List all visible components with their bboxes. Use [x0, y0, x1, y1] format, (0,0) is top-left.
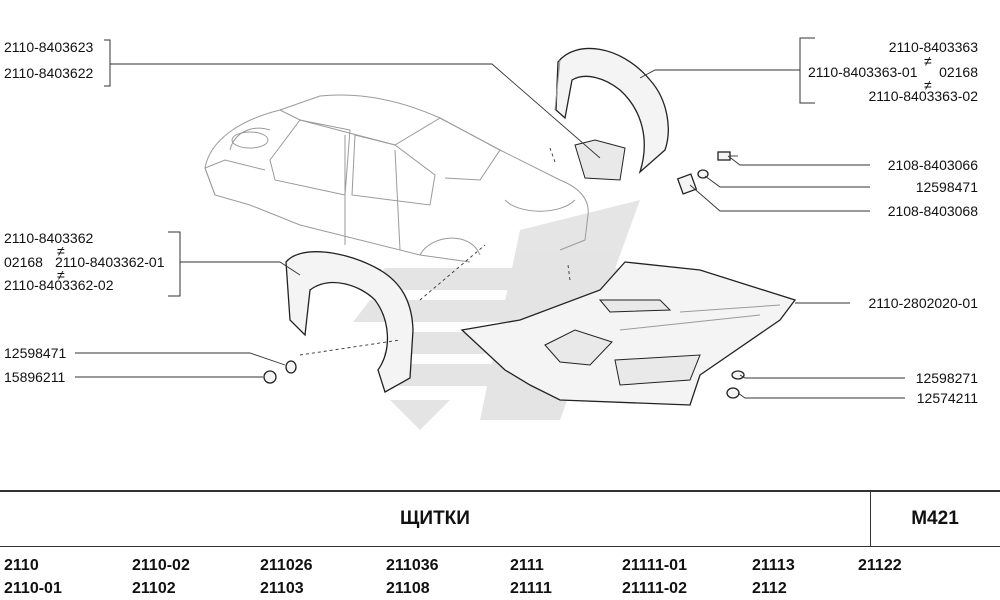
callout-top-left-1: 2110-8403623 [4, 39, 93, 55]
model-code: 2110-02 [132, 557, 190, 574]
mark-top-right-2: ≠ [924, 77, 932, 93]
callout-washer-right: 12598471 [916, 179, 979, 195]
model-code: 21108 [386, 580, 430, 597]
model-list: 2110 2110-01 2110-02 21102 211026 21103 … [0, 552, 1000, 600]
bracket-mid-left [168, 231, 181, 297]
engine-shield [460, 261, 797, 406]
callout-mid-left-2b: 2110-8403362-01 [55, 254, 165, 270]
model-column: 2110-02 21102 [132, 554, 190, 600]
fastener-clip [676, 173, 698, 195]
fastener-bolt [717, 151, 738, 161]
model-code: 21111-02 [622, 580, 687, 597]
model-code: 2110 [4, 557, 39, 574]
washer-left [285, 360, 297, 374]
callout-nut-bottom: 12574211 [917, 390, 978, 406]
footer-title-row: ЩИТКИ M421 [0, 492, 1000, 547]
parts-diagram: 2110-8403623 2110-8403622 2110-8403363 2… [4, 37, 979, 430]
callout-clip-right: 2108-8403068 [888, 203, 979, 219]
model-column: 21111-01 21111-02 [622, 554, 687, 600]
model-code: 2110-01 [4, 580, 62, 597]
front-fender-liner [554, 47, 669, 181]
bracket-top-left [104, 39, 111, 87]
model-column: 211036 21108 [386, 554, 439, 600]
page-code: M421 [911, 508, 959, 529]
page-footer: ЩИТКИ M421 2110 2110-01 2110-02 21102 21… [0, 490, 1000, 598]
callout-top-right-3: 2110-8403363-02 [868, 88, 978, 104]
nut-left [263, 370, 277, 384]
model-column: 211026 21103 [260, 554, 313, 600]
model-code: 211026 [260, 557, 313, 574]
model-code: 2112 [752, 580, 787, 597]
callout-nut-left: 15896211 [4, 369, 65, 385]
mark-top-right-1: ≠ [924, 53, 932, 69]
model-code: 211036 [386, 557, 439, 574]
model-column: 2111 21111 [510, 554, 552, 600]
callout-top-right-1: 2110-8403363 [889, 39, 978, 55]
callout-top-right-2b: 02168 [939, 64, 978, 80]
nut-bottom [726, 387, 740, 399]
callout-shield: 2110-2802020-01 [868, 295, 978, 311]
model-column: 21122 [858, 554, 902, 577]
callout-mid-left-1: 2110-8403362 [4, 230, 93, 246]
callout-washer-bottom: 12598271 [916, 370, 979, 386]
rear-fender-liner [285, 251, 414, 393]
model-code: 21111 [510, 580, 552, 597]
model-code: 21103 [260, 580, 304, 597]
model-code: 21111-01 [622, 557, 687, 574]
mark-mid-left-1: ≠ [57, 243, 65, 259]
callout-top-left-2: 2110-8403622 [4, 65, 93, 81]
page-title: ЩИТКИ [0, 492, 871, 546]
leader-lines [75, 63, 905, 399]
callout-mid-left-3: 2110-8403362-02 [4, 277, 114, 293]
callout-mid-left-2a: 02168 [4, 254, 43, 270]
car-outline [204, 94, 589, 263]
model-column: 2110 2110-01 [4, 554, 62, 600]
model-column: 21113 2112 [752, 554, 795, 600]
callout-top-right-2a: 2110-8403363-01 [808, 64, 918, 80]
model-code: 2111 [510, 557, 544, 574]
mark-mid-left-2: ≠ [57, 267, 65, 283]
washer-bottom [731, 370, 745, 380]
callout-bolt: 2108-8403066 [888, 157, 979, 173]
model-code: 21113 [752, 557, 795, 574]
model-code: 21102 [132, 580, 176, 597]
model-code: 21122 [858, 557, 902, 574]
bracket-top-right [799, 37, 815, 104]
callout-washer-left: 12598471 [4, 345, 67, 361]
